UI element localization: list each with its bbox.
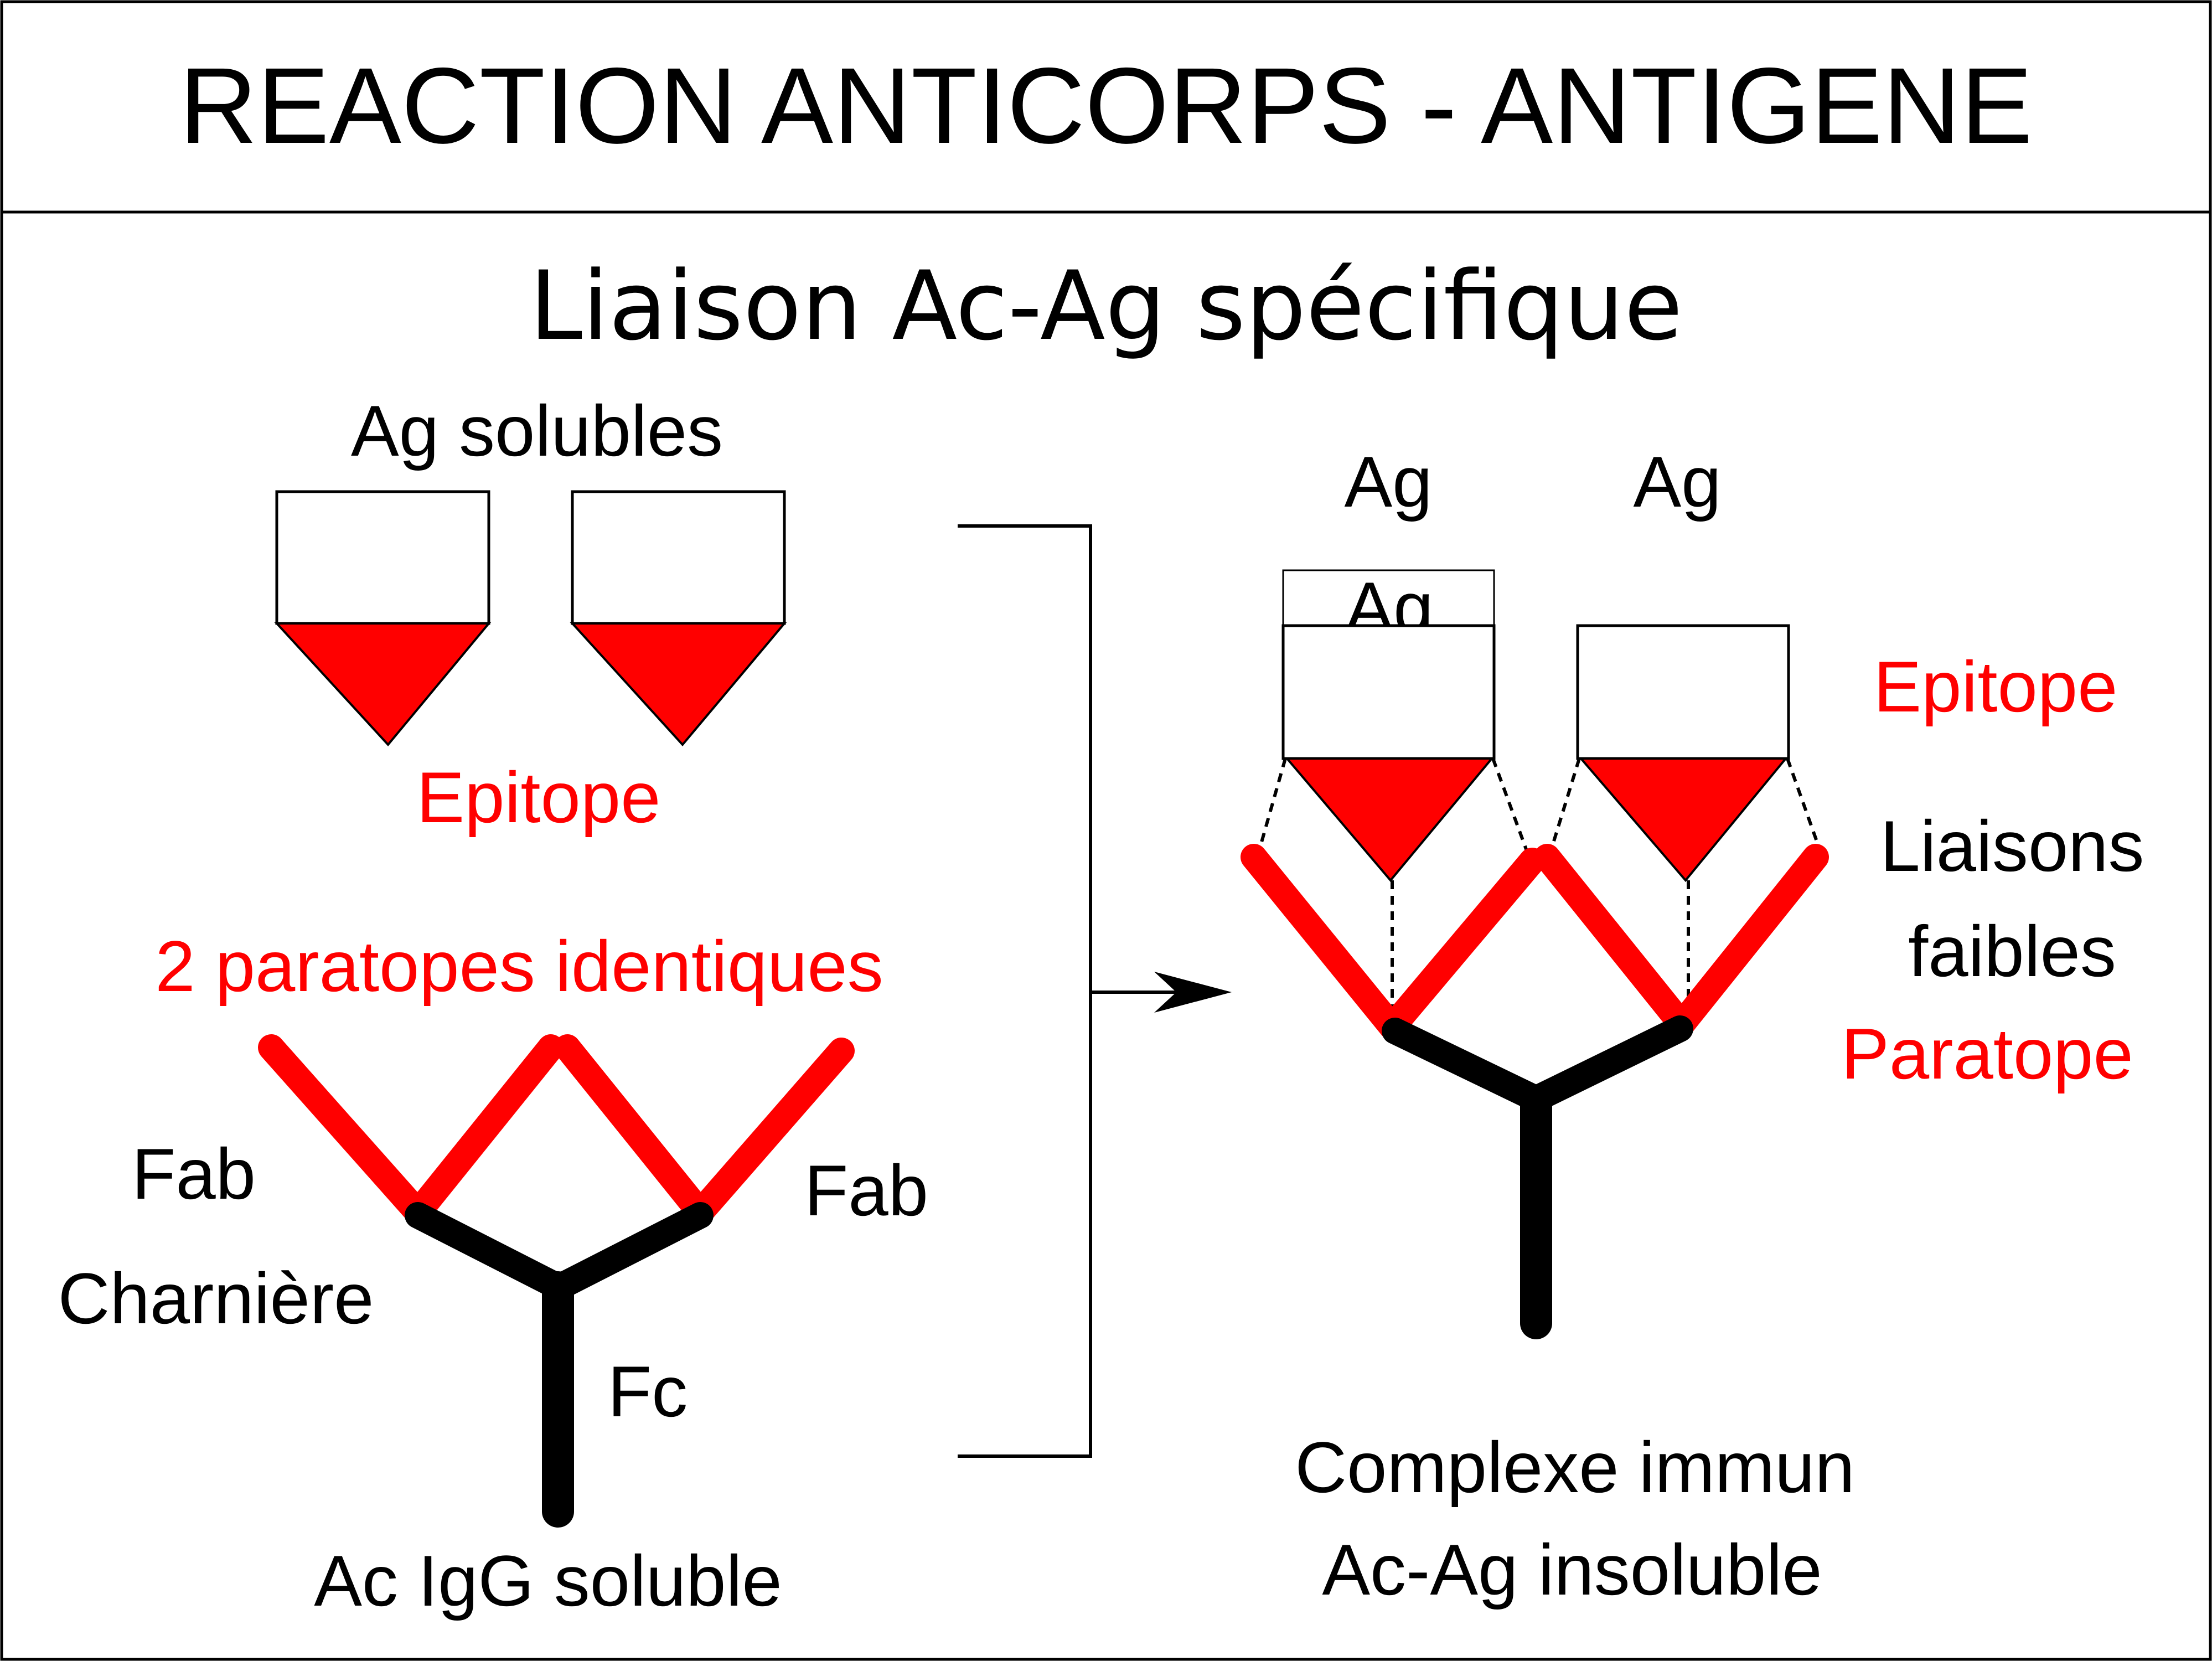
- paratope-label: Paratope: [1841, 1013, 2133, 1094]
- complex-label-1: Complexe immun: [1295, 1427, 1854, 1508]
- fab-label-left: Fab: [132, 1133, 256, 1214]
- soluble-antigen-1: [274, 490, 492, 747]
- complex-label-2: Ac-Ag insoluble: [1322, 1529, 1822, 1610]
- weak-bonds-label-2: faibles: [1908, 911, 2116, 992]
- epitope-label-right: Epitope: [1874, 646, 2118, 727]
- fab-label-right: Fab: [804, 1150, 928, 1231]
- diagram-subtitle: Liaison Ac-Ag spécifique: [529, 250, 1683, 362]
- weak-bonds-label-1: Liaisons: [1880, 806, 2144, 886]
- bound-antigen-1: [1281, 624, 1496, 883]
- epitope-triangle: [274, 622, 492, 747]
- epitope-label-left: Epitope: [417, 757, 661, 838]
- page-title: REACTION ANTICORPS - ANTIGENE: [179, 45, 2033, 166]
- complex-ag-label-2: Ag: [1633, 441, 1721, 522]
- epitope-triangle: [1284, 757, 1495, 883]
- antigen-body: [571, 490, 786, 625]
- antigen-body: [275, 490, 490, 625]
- soluble-ag-label: Ag solubles: [351, 390, 723, 471]
- fc-label: Fc: [608, 1351, 688, 1432]
- soluble-antibody-label: Ac IgG soluble: [314, 1540, 782, 1621]
- antigen-body: [1281, 624, 1496, 760]
- complex-antibody: [1241, 844, 1829, 1339]
- reaction-arrow-head: [1154, 972, 1232, 1013]
- complex-ag-label-1: Ag: [1344, 441, 1432, 522]
- bound-antigen-2: [1576, 624, 1790, 883]
- soluble-antigen-2: [570, 490, 787, 747]
- hinge-label: Charnière: [58, 1258, 374, 1339]
- epitope-triangle: [1578, 757, 1789, 883]
- antigen-body: [1576, 624, 1790, 760]
- reaction-bracket: [958, 524, 1190, 1458]
- soluble-igg-antibody: [258, 1034, 855, 1528]
- epitope-triangle: [570, 622, 787, 747]
- weak-bonds: [1257, 757, 1823, 1022]
- paratope-arm-left: [258, 1034, 564, 1226]
- paratope-arm-right: [554, 1034, 855, 1226]
- paratope-arm-right: [1534, 844, 1829, 1038]
- paratopes-label: 2 paratopes identiques: [155, 926, 883, 1007]
